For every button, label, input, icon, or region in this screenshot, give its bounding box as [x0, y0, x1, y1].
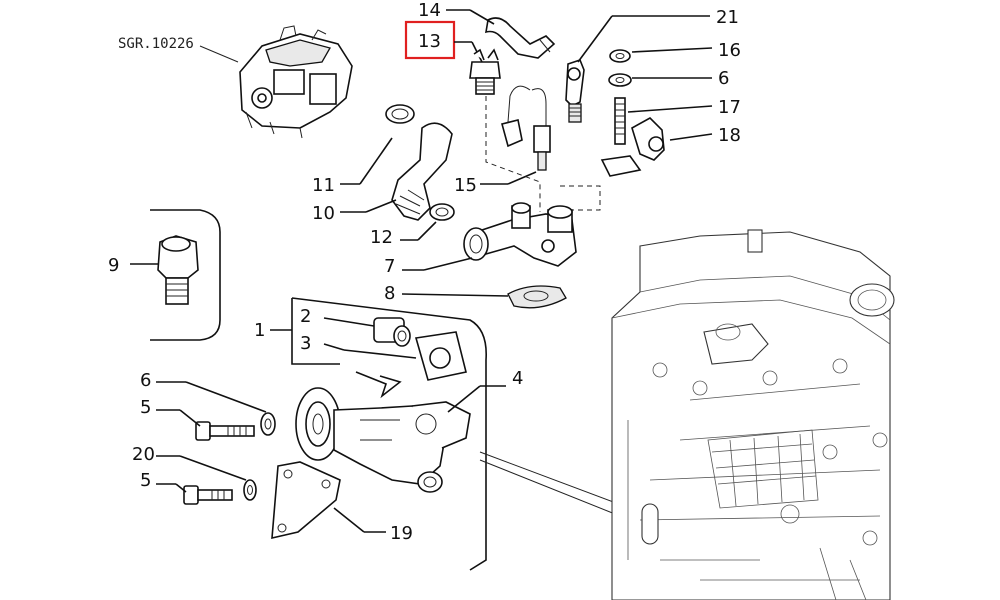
callout-7: 7 — [384, 256, 395, 277]
callout-4: 4 — [512, 368, 523, 389]
callout-1: 1 — [254, 320, 265, 341]
sender-part-9 — [157, 235, 199, 305]
highlight-box-13 — [404, 20, 456, 60]
callout-11: 11 — [312, 175, 335, 196]
stud-part-17 — [614, 97, 626, 145]
gasket-part-3 — [414, 331, 467, 381]
callout-9: 9 — [108, 255, 119, 276]
callout-8: 8 — [384, 283, 395, 304]
callout-2: 2 — [300, 306, 311, 327]
water-pump-part-4 — [295, 387, 471, 493]
callout-10: 10 — [312, 203, 335, 224]
clamp-part-top — [385, 104, 415, 124]
gasket-part-8 — [507, 285, 567, 309]
callout-17: 17 — [718, 97, 741, 118]
thermoswitch-part-13 — [469, 48, 501, 95]
callout-5-bottom: 5 — [140, 470, 151, 491]
group-bracket-1 — [291, 298, 340, 365]
callout-6-top: 6 — [718, 68, 729, 89]
bolt-part-5-bottom — [183, 485, 233, 505]
washer-part-20 — [243, 479, 257, 501]
callout-5-top: 5 — [140, 397, 151, 418]
gasket-pointer — [355, 371, 402, 399]
fitting-part-2 — [373, 317, 411, 347]
bracket-part-18 — [600, 117, 665, 177]
reference-code: SGR.10226 — [118, 36, 194, 52]
engine-block-illustration — [611, 229, 895, 600]
nut-part-6-top — [608, 73, 632, 87]
hose-part-10 — [391, 122, 453, 221]
clamp-part-12 — [429, 203, 455, 221]
washer-part-16 — [609, 49, 631, 63]
washer-part-6-bottom — [260, 412, 276, 436]
callout-15: 15 — [454, 175, 477, 196]
thermostat-housing-part-7 — [463, 202, 577, 267]
callout-16: 16 — [718, 40, 741, 61]
callout-19: 19 — [390, 523, 413, 544]
callout-3: 3 — [300, 333, 311, 354]
inset-frame-9 — [150, 209, 221, 341]
callout-12: 12 — [370, 227, 393, 248]
sensor-part-21 — [565, 59, 585, 123]
bolt-part-5-top — [195, 421, 255, 441]
callout-21: 21 — [716, 7, 739, 28]
group-frame-1 — [291, 297, 487, 571]
callout-6-bottom: 6 — [140, 370, 151, 391]
callout-18: 18 — [718, 125, 741, 146]
sensor-part-15 — [501, 85, 551, 171]
carburetor-illustration — [239, 25, 353, 139]
callout-13: 13 — [418, 31, 441, 52]
callout-14: 14 — [418, 0, 441, 21]
callout-20: 20 — [132, 444, 155, 465]
bracket-part-19 — [271, 461, 341, 540]
hose-part-14 — [485, 17, 556, 59]
